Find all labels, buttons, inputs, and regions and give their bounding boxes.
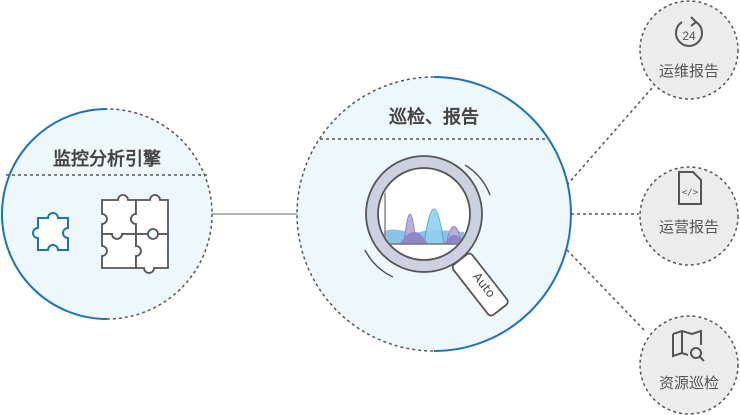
resource-inspection-node <box>639 315 739 415</box>
inspection-title: 巡检、报告 <box>389 107 479 128</box>
svg-text:</>: </> <box>682 188 699 198</box>
resource-inspection-label: 资源巡检 <box>658 374 720 392</box>
svg-text:24: 24 <box>682 29 696 43</box>
engine-title: 监控分析引擎 <box>53 149 161 170</box>
puzzle-piece-icon <box>32 212 69 251</box>
magnifier-chart-icon <box>364 155 509 317</box>
ops-report-node: 24 <box>639 0 739 100</box>
biz-report-node: </> <box>639 166 739 266</box>
map-search-icon <box>672 329 705 362</box>
24h-refresh-icon: 24 <box>675 16 703 47</box>
connector-ops-report <box>566 87 653 186</box>
ops-report-label: 运维报告 <box>658 62 720 80</box>
biz-report-label: 运营报告 <box>658 218 720 236</box>
puzzle-grid-icon <box>101 194 169 274</box>
code-file-icon: </> <box>678 171 702 205</box>
connector-resource-inspection <box>566 249 647 333</box>
